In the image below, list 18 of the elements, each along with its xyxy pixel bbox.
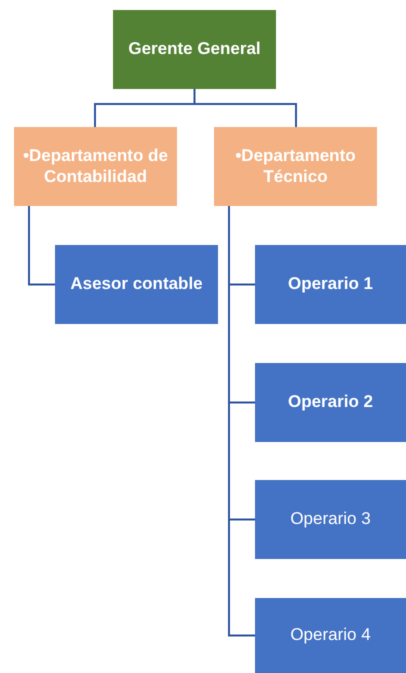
node-label: Operario 2 [288,392,374,413]
position-box [255,598,406,673]
node-label: •Departamento de Contabilidad [22,146,169,187]
connector-line [28,206,55,286]
node-label: Operario 4 [290,625,371,646]
connector-line [194,89,297,127]
node-label: Operario 1 [288,274,374,295]
position-box [55,245,218,324]
position-box [113,10,276,89]
department-box [214,127,377,206]
department-box [14,127,177,206]
position-box [255,245,406,324]
position-box [255,480,406,559]
node-label: Operario 3 [290,509,371,530]
node-label: •Departamento Técnico [234,146,357,187]
node-label: Asesor contable [70,274,203,295]
position-box [255,363,406,442]
node-label: Gerente General [128,39,261,60]
